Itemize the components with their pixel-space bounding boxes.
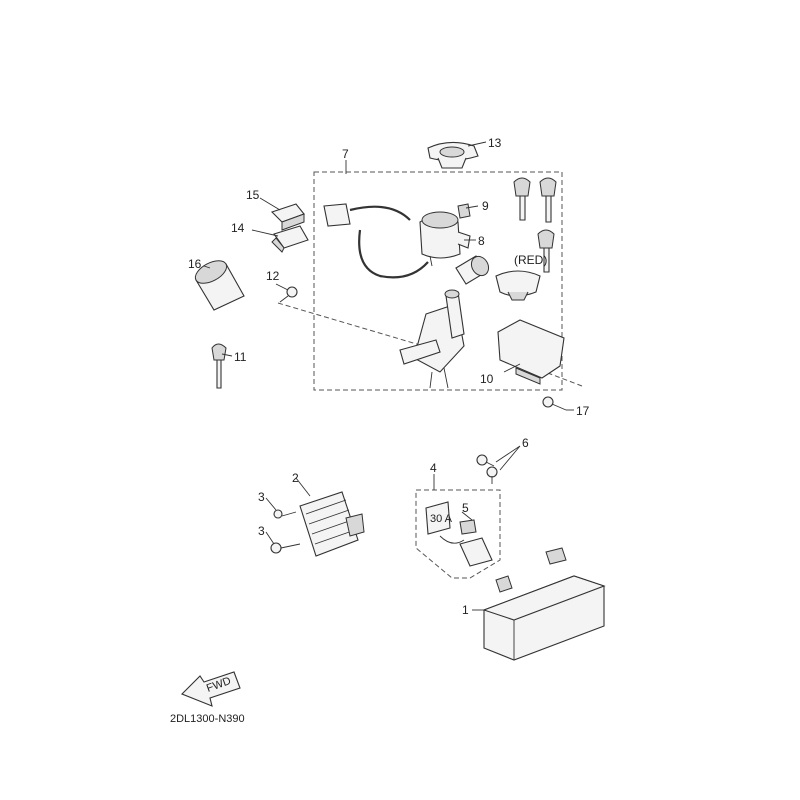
part-9-bolt (457, 203, 471, 219)
callout-4: 4 (430, 461, 437, 475)
callout-12: 12 (266, 269, 280, 283)
ignition-set-group-box (313, 171, 563, 391)
callout-8: 8 (478, 234, 485, 248)
part-6-bolts (476, 454, 498, 484)
callout-17: 17 (576, 404, 590, 418)
part-lock-cylinder (455, 255, 490, 285)
part-keys-set (513, 177, 557, 273)
part-11-key (211, 343, 227, 389)
red-label: (RED) (514, 253, 547, 267)
part-8-switch (419, 211, 471, 267)
callout-16: 16 (188, 257, 202, 271)
callout-5: 5 (462, 501, 469, 515)
fuse-arrow (439, 535, 465, 544)
part-3-bolts (270, 509, 301, 554)
part-13-cap (427, 141, 479, 169)
callout-14: 14 (231, 221, 245, 235)
part-red-cap (495, 270, 541, 301)
part-16-sleeve (194, 260, 245, 311)
callout-3-upper: 3 (258, 490, 265, 504)
relay-assy-group-box (415, 489, 501, 579)
part-17-bolt (542, 396, 567, 411)
fwd-arrow-icon: FWD (181, 671, 241, 707)
callout-11: 11 (234, 350, 247, 364)
callout-6: 6 (522, 436, 529, 450)
fuse-rating-label: 30 A (430, 513, 453, 525)
callout-10: 10 (480, 372, 494, 386)
callout-2: 2 (292, 471, 299, 485)
callout-1: 1 (462, 603, 469, 617)
part-10-module (497, 319, 565, 385)
part-14-clamp-lower (271, 225, 309, 253)
part-relay (459, 519, 493, 567)
alignment-line (277, 302, 421, 346)
part-2-regulator (299, 491, 365, 557)
part-12-screw (279, 286, 298, 303)
callout-7: 7 (342, 147, 349, 161)
diagram-code: 2DL1300-N390 (170, 713, 245, 725)
part-main-lock-body (399, 289, 465, 389)
part-7-harness (323, 203, 429, 279)
part-5-fuse: 30 A (425, 501, 453, 535)
callout-15: 15 (246, 188, 260, 202)
callout-3-lower: 3 (258, 524, 265, 538)
part-15-clamp-upper (270, 203, 305, 231)
callout-leaders (203, 141, 574, 611)
callout-13: 13 (488, 136, 502, 150)
part-1-battery (482, 547, 606, 661)
callout-9: 9 (482, 199, 489, 213)
